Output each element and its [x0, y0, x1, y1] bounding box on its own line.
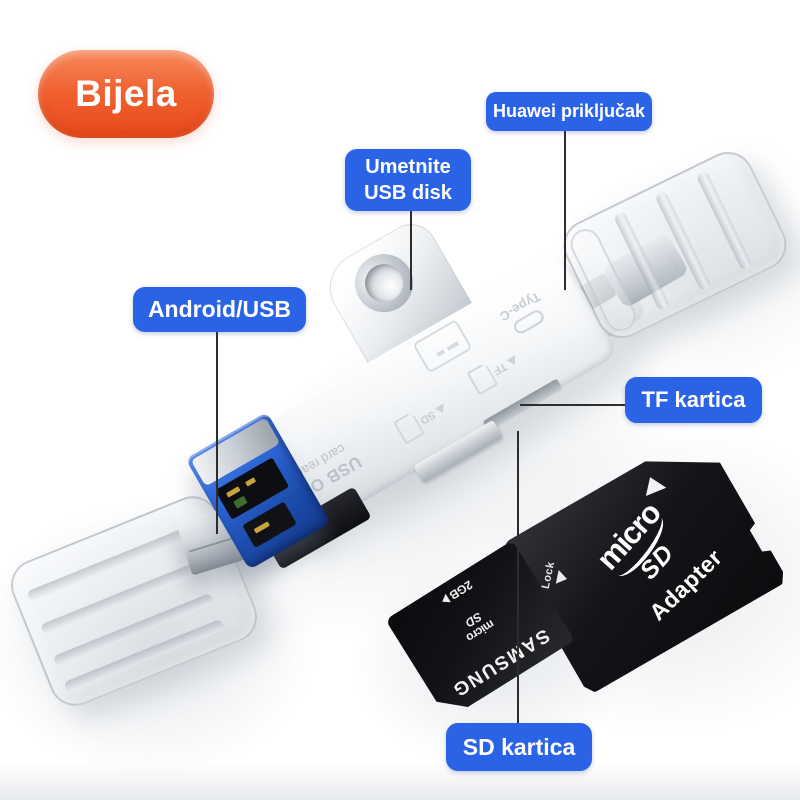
card-capacity: 2GB [438, 578, 475, 608]
callout-huawei-label: Huawei priključak [492, 101, 646, 121]
tf-slot-label: TF [491, 359, 509, 378]
arrow-right-icon [439, 594, 450, 606]
cap-ridge [695, 170, 754, 272]
lock-switch-label: Lock [540, 560, 570, 592]
callout-tf: TF kartica [625, 377, 762, 423]
usb-chip [233, 495, 248, 509]
sd-slot-label: SD [418, 408, 438, 427]
callout-usb-disk-line1: Umetnite [365, 156, 451, 178]
callout-line-sd [517, 431, 519, 724]
usb-port-contact [446, 341, 459, 351]
color-variant-badge: Bijela [38, 50, 214, 138]
callout-usb-disk: Umetnite USB disk [345, 149, 471, 211]
cap-ridge [26, 527, 189, 602]
floor-shadow [0, 762, 800, 800]
callout-line-android [216, 330, 218, 534]
card-brand: SAMSUNG [447, 624, 554, 701]
usb-pin [225, 486, 241, 498]
usb-port-contact [436, 349, 446, 357]
callout-huawei: Huawei priključak [486, 92, 652, 131]
keyring-hole-bore [358, 257, 411, 310]
callout-tf-label: TF kartica [641, 387, 746, 412]
arrow-down-icon [556, 570, 569, 586]
callout-sd: SD kartica [446, 723, 592, 771]
usb-pin [245, 477, 257, 487]
callout-line-huawei [564, 130, 566, 290]
card-microsd-logo: micro SD [458, 607, 497, 644]
callout-usb-disk-line2: USB disk [364, 182, 452, 204]
capacity-text: 2GB [446, 577, 476, 603]
callout-line-usb-disk [410, 210, 412, 290]
color-variant-label: Bijela [75, 73, 177, 114]
callout-line-tf [520, 404, 626, 406]
callout-android: Android/USB [133, 287, 306, 332]
callout-sd-label: SD kartica [462, 733, 576, 760]
cap-ridge [654, 190, 712, 292]
usb-pin [253, 521, 271, 534]
callout-android-label: Android/USB [147, 296, 292, 322]
lock-text: Lock [539, 560, 558, 590]
cap-ridge [40, 561, 202, 636]
